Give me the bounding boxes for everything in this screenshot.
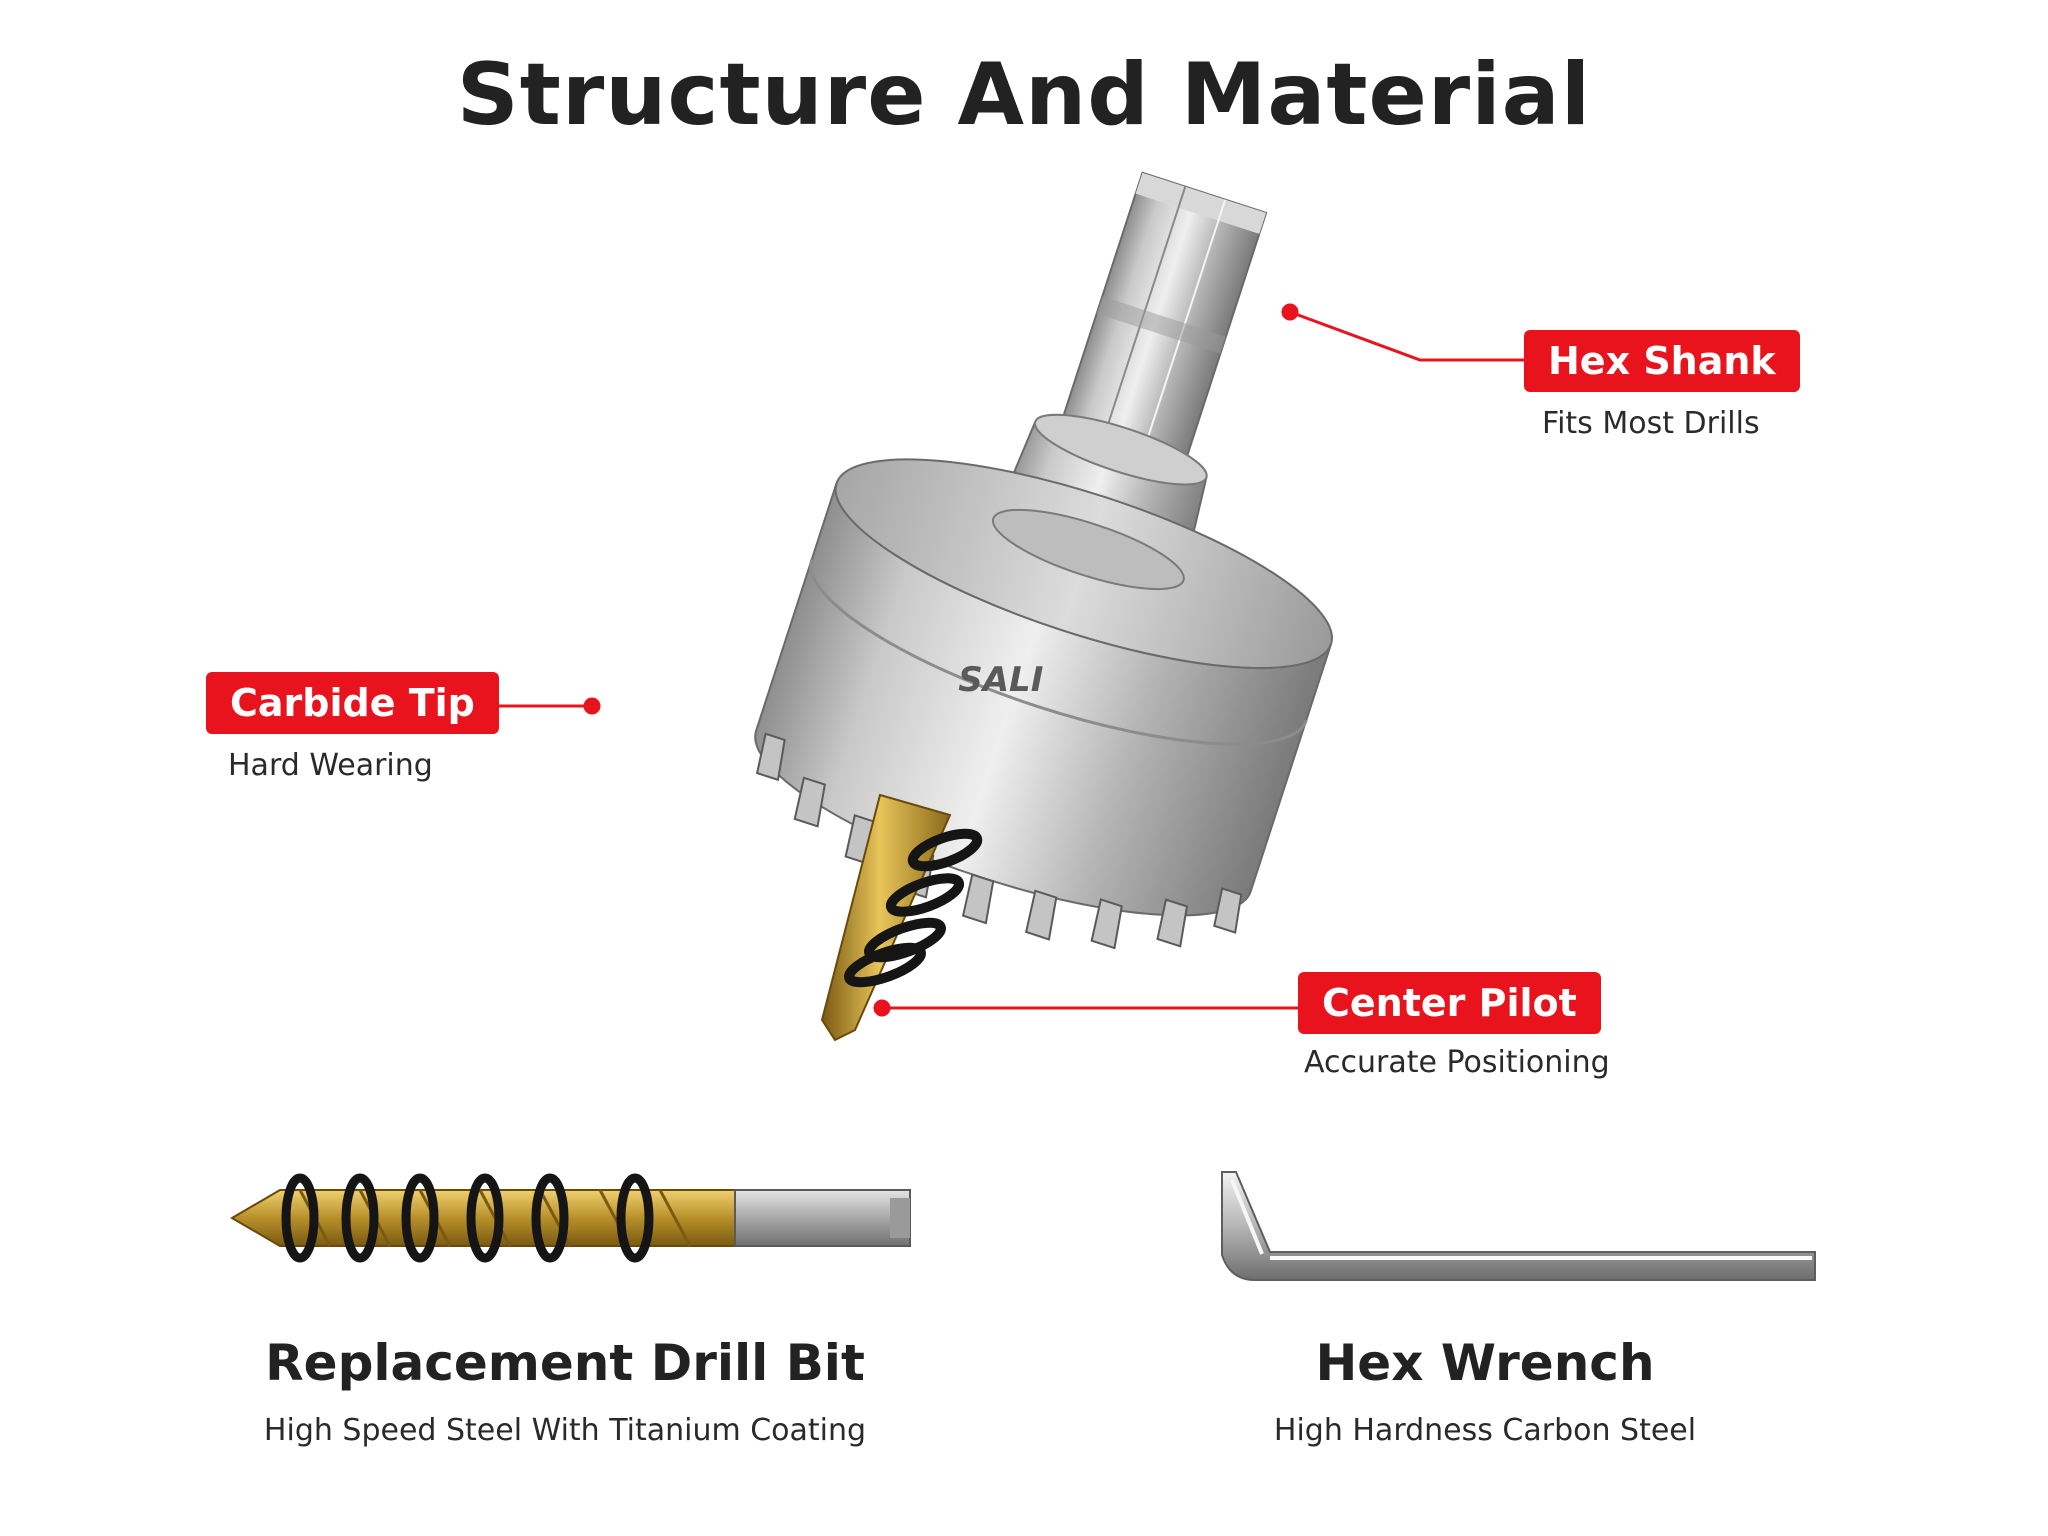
hex-shank-description: Fits Most Drills xyxy=(1542,406,1760,441)
brand-logo: SALI xyxy=(958,660,1043,700)
hex-wrench-graphic xyxy=(1221,1171,1816,1281)
hole-saw: SALI xyxy=(754,171,1333,950)
drill-bit-description: High Speed Steel With Titanium Coating xyxy=(263,1413,867,1448)
drill-bit-title: Replacement Drill Bit xyxy=(265,1334,865,1392)
hex-shank-badge: Hex Shank xyxy=(1524,330,1800,392)
carbide-tip-description: Hard Wearing xyxy=(228,748,433,783)
center-pilot-description: Accurate Positioning xyxy=(1304,1045,1610,1080)
carbide-tip-badge: Carbide Tip xyxy=(206,672,499,734)
svg-text:SALI: SALI xyxy=(958,660,1043,700)
center-pilot-graphic xyxy=(820,793,983,1042)
page-title: Structure And Material xyxy=(456,45,1592,145)
replacement-drill-bit-graphic xyxy=(230,1173,911,1263)
center-pilot-badge: Center Pilot xyxy=(1298,972,1601,1034)
hex-wrench-description: High Hardness Carbon Steel xyxy=(1273,1413,1697,1448)
hex-wrench-title: Hex Wrench xyxy=(1315,1334,1655,1392)
